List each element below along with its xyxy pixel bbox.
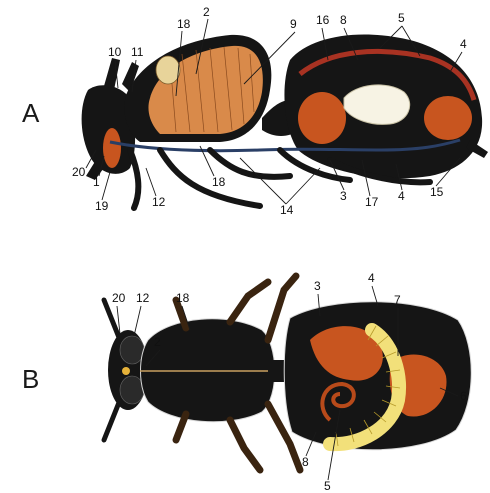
b-gland-dot (122, 367, 130, 375)
a-label-12: 11 (131, 45, 144, 59)
a-label-18-top: 18 (177, 17, 191, 31)
panel-b: B (22, 271, 471, 493)
b-label-12: 12 (136, 291, 150, 305)
a-thoracic-gland (156, 56, 180, 84)
a-label-17: 17 (365, 195, 379, 209)
a-label-19: 19 (95, 199, 109, 213)
a-label-16: 16 (316, 13, 330, 27)
b-label-7: 7 (394, 293, 401, 307)
a-label-20: 20 (72, 165, 86, 179)
a-label-2: 2 (203, 5, 210, 19)
a-label-18-bottom: 18 (212, 175, 226, 189)
a-label-4: 4 (398, 189, 405, 203)
a-label-3: 3 (340, 189, 347, 203)
a-label-14: 14 (280, 203, 294, 217)
b-brain-lobe-upper (120, 336, 144, 364)
a-label-13: 12 (152, 195, 166, 209)
b-label-20: 20 (112, 291, 126, 305)
b-label-4: 4 (368, 271, 375, 285)
panel-a-letter: A (22, 98, 40, 128)
b-label-8: 8 (302, 455, 309, 469)
a-label-15: 15 (430, 185, 444, 199)
a-label-8: 8 (340, 13, 347, 27)
a-label-5: 4 (460, 37, 467, 51)
b-label-6: 6 (460, 389, 467, 403)
b-label-3: 3 (314, 279, 321, 293)
a-label-10: 9 (290, 17, 297, 31)
a-label-1: 1 (93, 175, 100, 189)
a-label-9: 5 (398, 11, 405, 25)
panel-b-letter: B (22, 364, 39, 394)
a-head-gland (103, 128, 121, 168)
a-crop (298, 92, 346, 144)
b-label-2: 2 (154, 335, 161, 349)
b-brain-lobe-lower (120, 376, 144, 404)
a-label-11: 10 (108, 45, 122, 59)
b-label-18: 18 (176, 291, 190, 305)
panel-a: A (22, 5, 488, 217)
b-label-5: 5 (324, 479, 331, 493)
a-hindgut (424, 96, 472, 140)
